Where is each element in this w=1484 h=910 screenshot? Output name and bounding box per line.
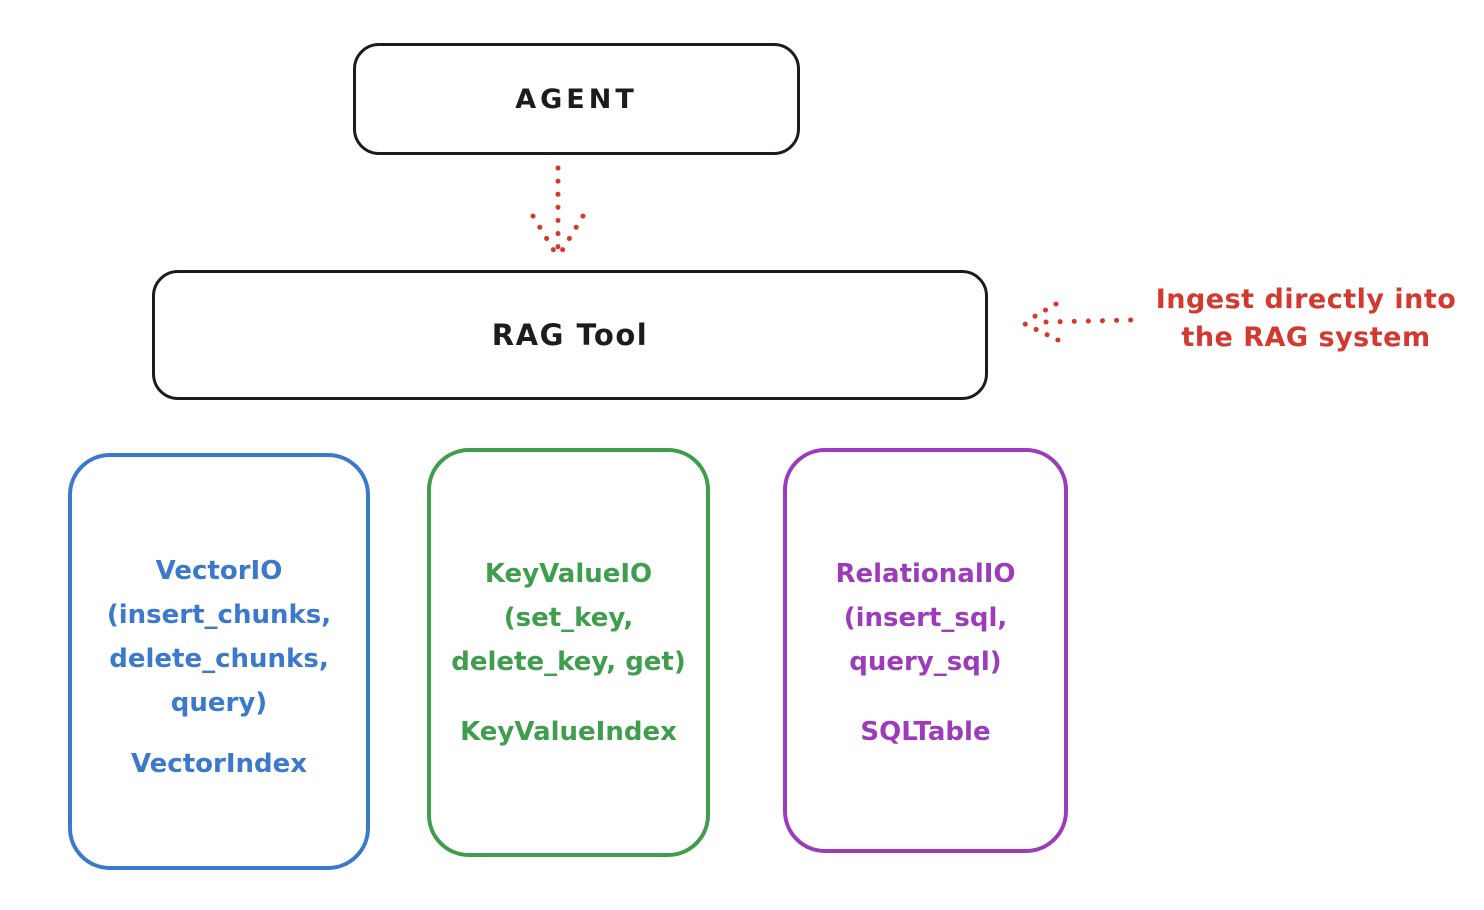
vector-index-label: VectorIndex	[130, 749, 308, 779]
dotted-left-arrow-icon	[1022, 301, 1135, 343]
relational-io-line1: RelationalIO	[835, 559, 1016, 589]
keyvalue-io-title: KeyValueIO (set_key, delete_key, get)	[431, 552, 706, 684]
keyvalue-io-line1: KeyValueIO	[484, 559, 653, 589]
relational-io-title: RelationalIO (insert_sql, query_sql)	[787, 552, 1064, 684]
sql-table-label: SQLTable	[860, 717, 991, 747]
relational-io-line2: (insert_sql,	[843, 603, 1008, 633]
relational-io-box: RelationalIO (insert_sql, query_sql) SQL…	[783, 448, 1068, 853]
keyvalue-io-line3: delete_key, get)	[451, 647, 686, 677]
keyvalue-io-line2: (set_key,	[503, 603, 634, 633]
rag-tool-label: RAG Tool	[491, 318, 649, 352]
ingest-annotation-line2: the RAG system	[1181, 322, 1431, 353]
vector-io-line3: delete_chunks,	[109, 644, 329, 674]
vector-io-box: VectorIO (insert_chunks, delete_chunks, …	[68, 453, 370, 870]
vector-io-line4: query)	[170, 688, 268, 718]
rag-tool-box: RAG Tool	[152, 270, 988, 400]
ingest-annotation: Ingest directly into the RAG system	[1138, 281, 1474, 357]
vector-io-line1: VectorIO	[155, 556, 283, 586]
dotted-down-arrow-icon	[530, 165, 586, 257]
agent-label: AGENT	[515, 83, 638, 115]
relational-io-line3: query_sql)	[849, 647, 1002, 677]
vector-io-title: VectorIO (insert_chunks, delete_chunks, …	[72, 549, 366, 725]
vector-io-line2: (insert_chunks,	[106, 600, 332, 630]
keyvalue-index-label: KeyValueIndex	[460, 717, 677, 747]
ingest-annotation-line1: Ingest directly into	[1155, 284, 1457, 315]
agent-box: AGENT	[353, 43, 800, 155]
keyvalue-io-box: KeyValueIO (set_key, delete_key, get) Ke…	[427, 448, 710, 857]
